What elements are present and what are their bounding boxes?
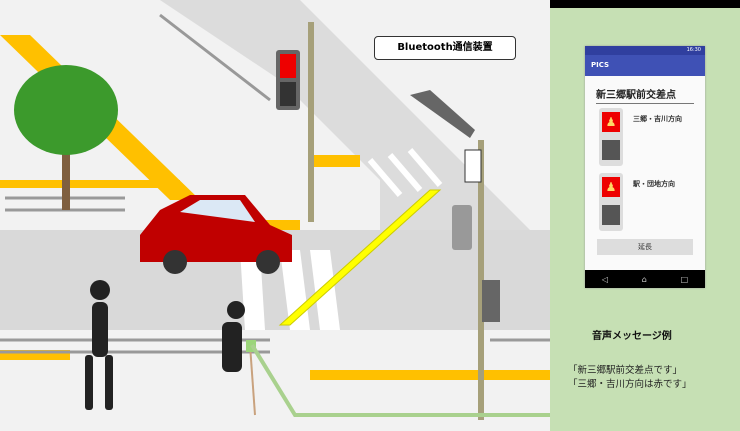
recents-icon[interactable]: □ bbox=[680, 274, 689, 284]
intersection-name: 新三郷駅前交差点 bbox=[596, 86, 694, 104]
car bbox=[140, 195, 292, 274]
green-off-icon bbox=[602, 205, 620, 225]
voice-message-title: 音声メッセージ例 bbox=[592, 331, 672, 342]
green-off-icon bbox=[602, 140, 620, 160]
signal-wave-icon bbox=[278, 189, 442, 326]
back-icon[interactable]: ◁ bbox=[601, 274, 609, 284]
street-scene-illustration bbox=[0, 0, 550, 431]
signal-direction-2: 駅・団地方向 bbox=[633, 180, 675, 188]
signal-direction-1: 三郷・吉川方向 bbox=[633, 115, 682, 123]
red-pedestrian-icon: ♟ bbox=[602, 112, 620, 132]
signal-pole-with-bluetooth bbox=[410, 90, 500, 420]
nav-bar: ◁ ⌂ □ bbox=[585, 270, 705, 288]
connector-line bbox=[250, 343, 550, 417]
pedestrian-signal bbox=[276, 22, 314, 222]
panel-top-bar bbox=[550, 0, 740, 8]
tree bbox=[14, 65, 118, 210]
red-pedestrian-icon: ♟ bbox=[602, 177, 620, 197]
home-icon[interactable]: ⌂ bbox=[641, 274, 647, 284]
voice-message-line-1: 「新三郷駅前交差点です」 bbox=[568, 365, 683, 376]
app-title: PICS bbox=[585, 55, 705, 76]
pedestrian-figure bbox=[85, 280, 113, 410]
phone-mockup: 16:30 PICS 新三郷駅前交差点 ♟ 三郷・吉川方向 ♟ 駅・団地方向 延… bbox=[585, 46, 705, 288]
voice-message-line-2: 「三郷・吉川方向は赤です」 bbox=[568, 379, 692, 390]
signal-indicator-1: ♟ bbox=[599, 108, 623, 166]
status-bar: 16:30 bbox=[585, 46, 705, 55]
info-panel: 16:30 PICS 新三郷駅前交差点 ♟ 三郷・吉川方向 ♟ 駅・団地方向 延… bbox=[550, 0, 740, 431]
bluetooth-device-callout: Bluetooth通信装置 bbox=[374, 36, 516, 60]
extend-button[interactable]: 延長 bbox=[597, 239, 693, 255]
signal-indicator-2: ♟ bbox=[599, 173, 623, 231]
crosswalk-upper bbox=[367, 148, 443, 197]
